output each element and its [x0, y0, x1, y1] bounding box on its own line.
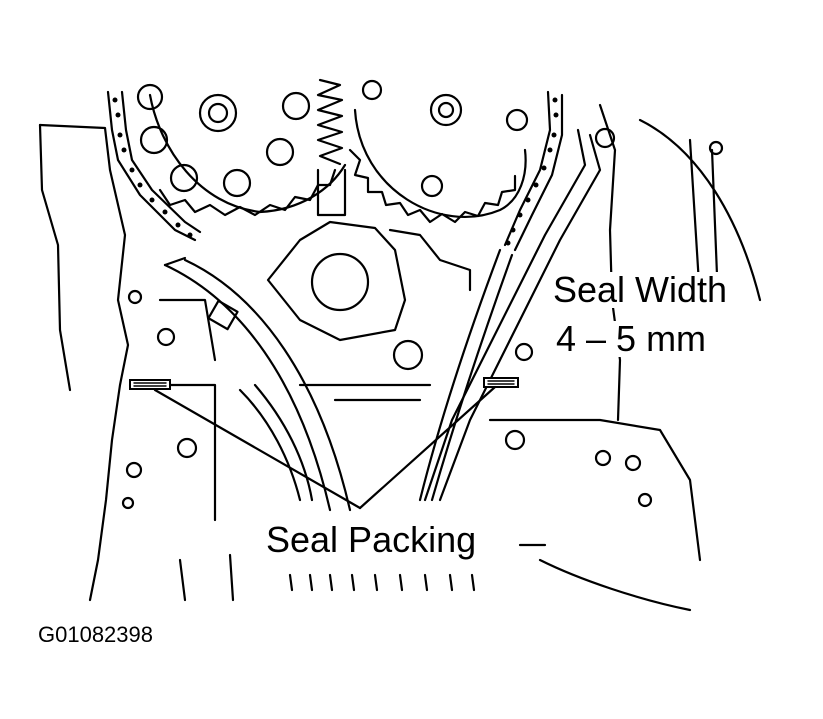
engine-block-right [488, 103, 762, 612]
left-sprocket [136, 83, 347, 217]
seal-packing-leaders [153, 385, 547, 547]
seal-width-value: 4 – 5 mm [556, 318, 707, 359]
engine-block-left [38, 123, 217, 602]
cam-sprocket [348, 79, 529, 224]
seal-packing-strips [129, 377, 519, 390]
figure-id: G01082398 [38, 622, 153, 647]
seal-width-title: Seal Width [553, 269, 728, 310]
chain-guide-right [418, 127, 616, 502]
seal-packing-label: Seal Packing [266, 519, 477, 560]
bottom-ticks [178, 553, 476, 602]
chain-guide-left [163, 256, 352, 512]
timing-chain-left [106, 90, 202, 242]
center-housing [266, 220, 472, 402]
tensioner-spring [316, 78, 347, 217]
timing-chain-right [503, 90, 564, 252]
